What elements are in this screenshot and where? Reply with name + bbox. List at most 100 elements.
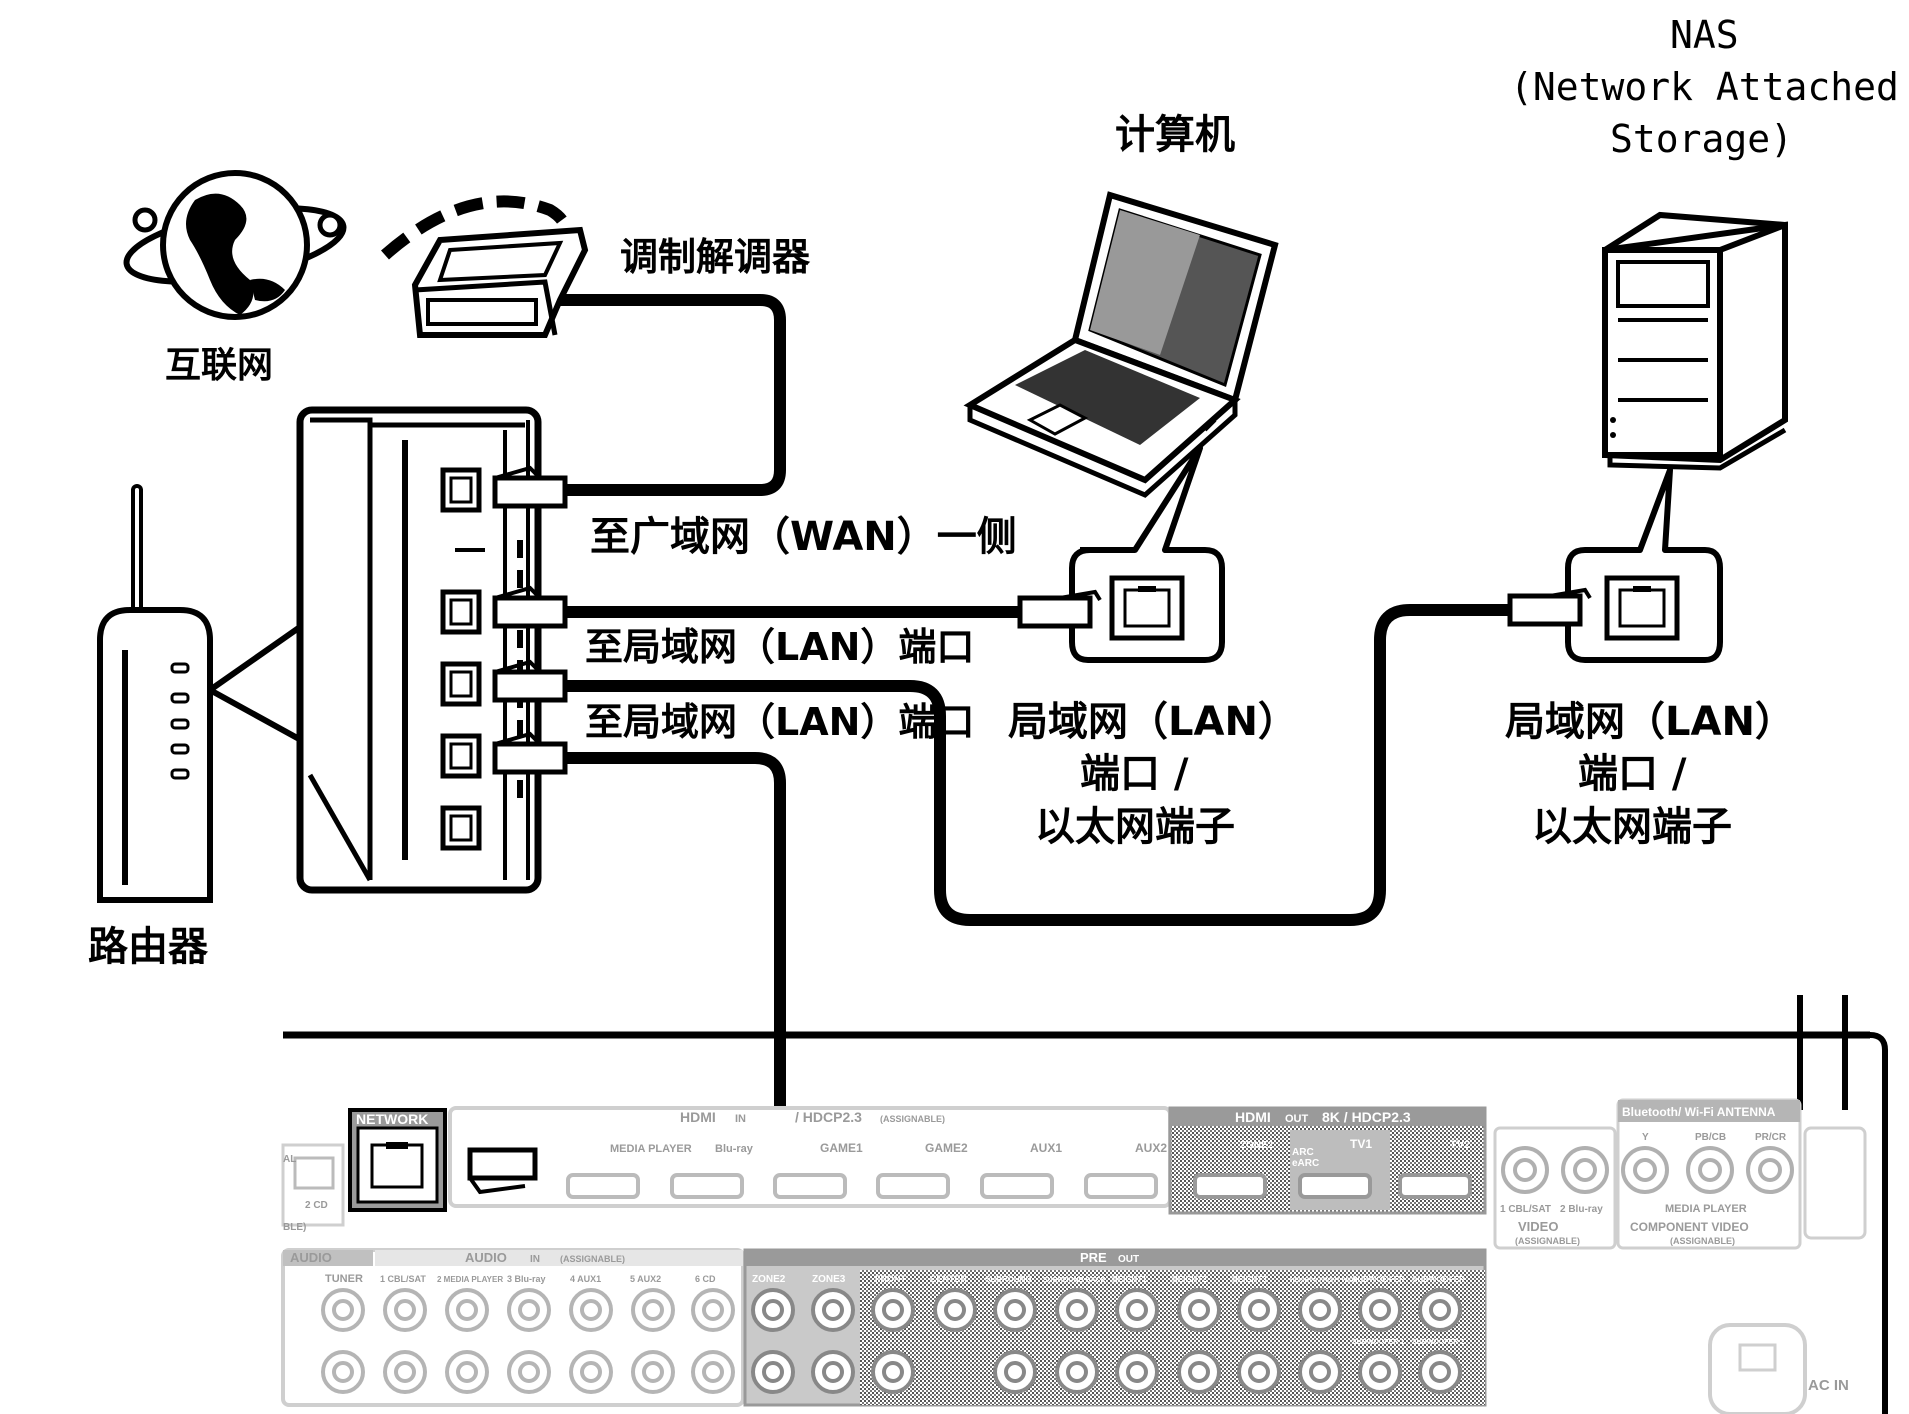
hdmi-in-aux1: AUX1 bbox=[1030, 1141, 1062, 1155]
nas-port-label-line1: 局域网（LAN） bbox=[1505, 699, 1795, 745]
internet-label: 互联网 bbox=[165, 345, 273, 386]
video-assignable: (ASSIGNABLE) bbox=[1515, 1236, 1580, 1246]
hdmi-in-game1: GAME1 bbox=[820, 1141, 863, 1155]
hdmi-in-bluray: Blu-ray bbox=[715, 1143, 754, 1155]
router-lan-port-3-icon bbox=[440, 733, 482, 779]
router-zoom-callout bbox=[207, 617, 313, 748]
nas-port-label-line3: 以太网端子 bbox=[1532, 804, 1732, 850]
nas-label-line1: NAS bbox=[1670, 13, 1739, 57]
component-pr: PR/CR bbox=[1755, 1132, 1787, 1143]
pre-out-height3: HEIGHT3 bbox=[1232, 1275, 1267, 1284]
pre-out-subwoofer: SUBWOOFER bbox=[1352, 1275, 1405, 1284]
component-y: Y bbox=[1642, 1132, 1649, 1143]
avr-rear-panel bbox=[281, 995, 1888, 1414]
hdmi-assignable-label: (ASSIGNABLE) bbox=[880, 1114, 945, 1124]
audio-col-6: 6 CD bbox=[695, 1274, 716, 1284]
hdmi-out-earc: eARC bbox=[1292, 1158, 1319, 1169]
hdmi-out-zone2: ZONE2 bbox=[1240, 1140, 1274, 1151]
hdmi-in-badge: IN bbox=[735, 1113, 746, 1125]
lan-cable-avr bbox=[535, 752, 786, 1171]
al-label: AL bbox=[283, 1154, 296, 1165]
audio-col-4: 4 AUX1 bbox=[570, 1274, 601, 1284]
hdcp-in-label: / HDCP2.3 bbox=[795, 1109, 862, 1125]
audio-col-2: 2 MEDIA PLAYER bbox=[437, 1275, 503, 1284]
audio-col-3: 3 Blu-ray bbox=[507, 1274, 546, 1284]
cd2-label: 2 CD bbox=[305, 1200, 328, 1211]
router-plug-lan1-icon bbox=[492, 585, 568, 629]
wan-cable bbox=[560, 294, 786, 496]
hdmi-out-tv1: TV1 bbox=[1350, 1137, 1372, 1151]
pre-out-sub2: SUBWOOFER 2 bbox=[1412, 1339, 1464, 1346]
to-lan-label-2: 至局域网（LAN）端口 bbox=[585, 700, 974, 744]
pre-out-center: CENTER bbox=[930, 1274, 968, 1284]
video-in-2-label: 2 Blu-ray bbox=[1560, 1204, 1603, 1215]
audio-assignable: (ASSIGNABLE) bbox=[560, 1254, 625, 1264]
pre-out-badge: OUT bbox=[1118, 1254, 1139, 1265]
computer-port-callout bbox=[1069, 445, 1225, 663]
ac-in-label: AC IN bbox=[1808, 1377, 1849, 1394]
computer-label: 计算机 bbox=[1115, 112, 1235, 158]
internet-globe-icon bbox=[123, 170, 347, 320]
internet-link-dashed bbox=[381, 195, 572, 260]
nas-server-icon bbox=[1602, 211, 1788, 471]
pre-out-zone2: ZONE2 bbox=[752, 1274, 786, 1285]
nas-label-line2: (Network Attached bbox=[1510, 65, 1899, 109]
modem-icon bbox=[411, 226, 589, 338]
nas-plug-icon bbox=[1507, 587, 1592, 627]
hdcp-out-label: 8K / HDCP2.3 bbox=[1322, 1109, 1411, 1125]
audio-in-badge: IN bbox=[530, 1254, 540, 1265]
hdmi-in-media-player: MEDIA PLAYER bbox=[610, 1143, 692, 1155]
bt-wifi-antenna-label: Bluetooth/ Wi-Fi ANTENNA bbox=[1622, 1105, 1776, 1119]
pre-out-front: FRONT bbox=[875, 1274, 906, 1284]
modem-label: 调制解调器 bbox=[620, 235, 811, 279]
component-assignable: (ASSIGNABLE) bbox=[1670, 1236, 1735, 1246]
hdmi-out-arc: ARC bbox=[1292, 1147, 1314, 1158]
nas-port-callout bbox=[1565, 467, 1723, 663]
component-pb: PB/CB bbox=[1695, 1132, 1726, 1143]
audio-col-5: 5 AUX2 bbox=[630, 1274, 661, 1284]
audio-left-label: AUDIO bbox=[290, 1250, 332, 1265]
hdmi-out-tv2: TV2 bbox=[1450, 1139, 1470, 1151]
pre-out-sub1: SUBWOOFER 1 bbox=[1352, 1339, 1404, 1346]
router-label: 路由器 bbox=[88, 924, 209, 970]
pre-out-subwoofer-b: SUBWOOFER bbox=[1412, 1275, 1465, 1284]
to-lan-label-1: 至局域网（LAN）端口 bbox=[585, 625, 974, 669]
laptop-icon bbox=[963, 191, 1279, 498]
hdmi-out-badge: OUT bbox=[1285, 1113, 1309, 1125]
pc-port-label-line3: 以太网端子 bbox=[1035, 804, 1235, 850]
pre-out-surround: SURROUND bbox=[985, 1275, 1031, 1284]
router-plug-wan-icon bbox=[492, 465, 568, 509]
router-lan-port-2-icon bbox=[440, 661, 482, 707]
media-player-label: MEDIA PLAYER bbox=[1665, 1203, 1747, 1215]
hdmi-out-label: HDMI bbox=[1235, 1109, 1271, 1125]
computer-plug-icon bbox=[1017, 589, 1102, 629]
audio-col-1: 1 CBL/SAT bbox=[380, 1274, 426, 1284]
hdmi-in-label: HDMI bbox=[680, 1109, 716, 1125]
to-wan-label: 至广域网（WAN）一侧 bbox=[590, 514, 1017, 560]
pre-out-zone3: ZONE3 bbox=[812, 1274, 846, 1285]
pre-out-surround-back: SURROUND BACK bbox=[1043, 1277, 1106, 1284]
component-video-label: COMPONENT VIDEO bbox=[1630, 1220, 1749, 1234]
router-lan-port-4-icon bbox=[440, 805, 482, 851]
router-wan-port-icon bbox=[440, 467, 482, 513]
ble-label: BLE) bbox=[283, 1222, 306, 1233]
router-icon bbox=[97, 484, 213, 903]
video-in-1-label: 1 CBL/SAT bbox=[1500, 1204, 1551, 1215]
network-port-label: NETWORK bbox=[356, 1111, 428, 1127]
hdmi-in-game2: GAME2 bbox=[925, 1141, 968, 1155]
pc-port-label-line2: 端口 / bbox=[1080, 751, 1189, 797]
pre-out-height1: HEIGHT1 bbox=[1112, 1275, 1147, 1284]
nas-label-line3: Storage) bbox=[1610, 117, 1793, 161]
router-lan-port-1-icon bbox=[440, 589, 482, 635]
router-plug-lan2-icon bbox=[492, 659, 568, 703]
pre-out-height2: HEIGHT2 bbox=[1172, 1275, 1207, 1284]
nas-port-label-line2: 端口 / bbox=[1578, 751, 1687, 797]
lan-cable-nas bbox=[565, 604, 1510, 926]
pre-out-label: PRE bbox=[1080, 1250, 1107, 1265]
audio-tuner: TUNER bbox=[325, 1273, 363, 1285]
audio-in-label: AUDIO bbox=[465, 1250, 507, 1265]
pre-out-height4: HEIGHT4/ FRONT WIDE bbox=[1290, 1278, 1357, 1284]
video-label: VIDEO bbox=[1518, 1219, 1558, 1234]
pc-port-label-line1: 局域网（LAN） bbox=[1008, 699, 1298, 745]
